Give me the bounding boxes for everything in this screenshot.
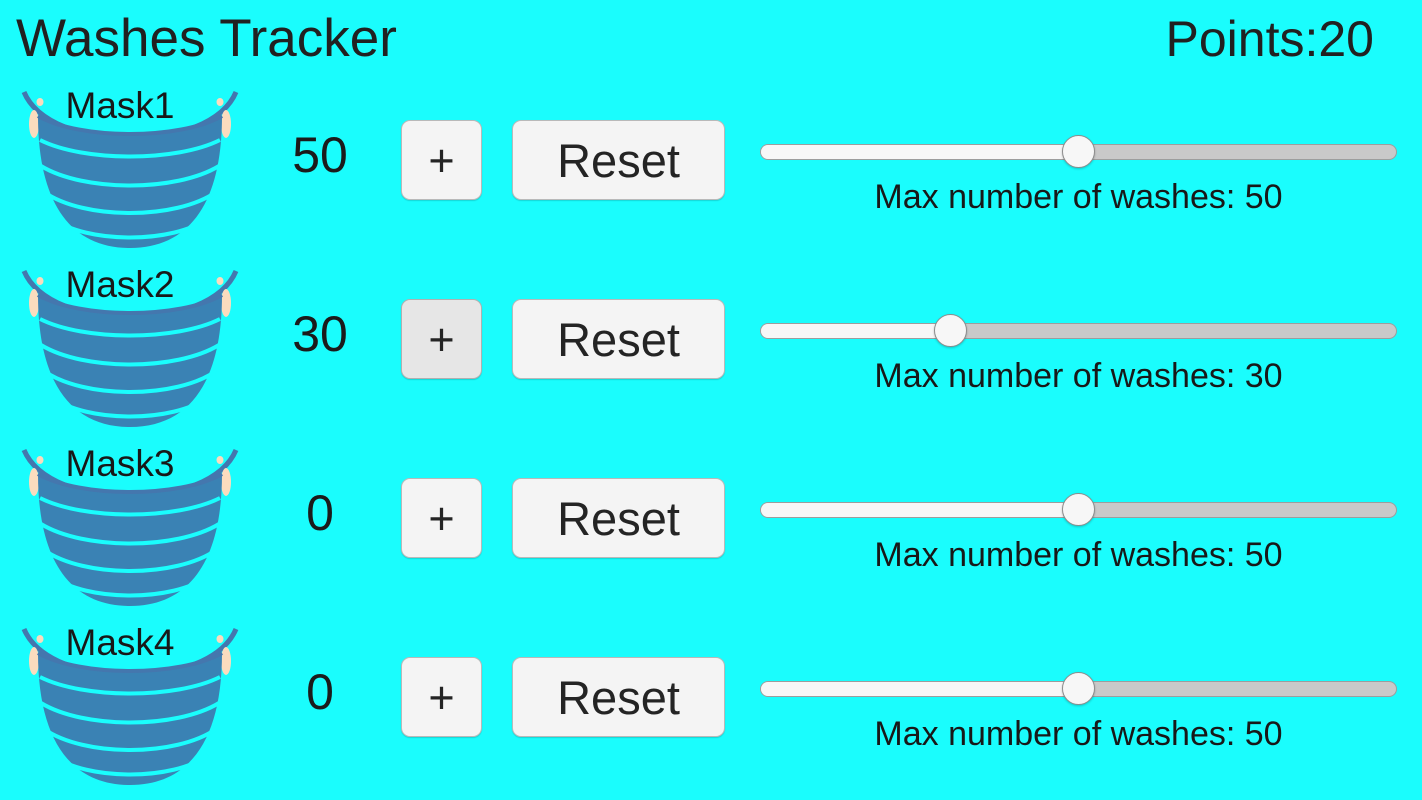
max-washes-slider[interactable]	[760, 493, 1397, 526]
slider-fill	[761, 503, 1079, 517]
slider-fill	[761, 145, 1079, 159]
surgical-mask-icon	[10, 82, 250, 258]
slider-fill	[761, 682, 1079, 696]
slider-caption: Max number of washes: 50	[874, 715, 1283, 753]
increment-button[interactable]: +	[401, 299, 482, 379]
surgical-mask-icon	[10, 440, 250, 616]
points-display: Points:20	[1165, 11, 1374, 67]
increment-button[interactable]: +	[401, 120, 482, 200]
slider-block: Max number of washes: 50	[760, 438, 1397, 617]
slider-thumb[interactable]	[1061, 493, 1095, 526]
slider-thumb[interactable]	[1061, 135, 1095, 168]
mask-row: Mask3 0 + Reset Max number of washes: 50	[0, 438, 1422, 617]
page-title: Washes Tracker	[16, 9, 397, 68]
slider-block: Max number of washes: 50	[760, 80, 1397, 259]
reset-button[interactable]: Reset	[512, 657, 725, 737]
reset-button[interactable]: Reset	[512, 299, 725, 379]
mask-row: Mask1 50 + Reset Max number of washes: 5…	[0, 80, 1422, 259]
increment-button[interactable]: +	[401, 657, 482, 737]
slider-block: Max number of washes: 30	[760, 259, 1397, 438]
increment-button[interactable]: +	[401, 478, 482, 558]
max-washes-slider[interactable]	[760, 314, 1397, 347]
slider-caption: Max number of washes: 30	[874, 357, 1283, 395]
slider-thumb[interactable]	[1061, 672, 1095, 705]
wash-count: 50	[292, 127, 348, 183]
wash-count: 30	[292, 306, 348, 362]
wash-count: 0	[306, 664, 334, 720]
surgical-mask-icon	[10, 261, 250, 437]
slider-thumb[interactable]	[934, 314, 968, 347]
mask-row: Mask4 0 + Reset Max number of washes: 50	[0, 617, 1422, 796]
app-header: Washes Tracker Points:20	[0, 0, 1422, 78]
wash-count: 0	[306, 485, 334, 541]
max-washes-slider[interactable]	[760, 672, 1397, 705]
max-washes-slider[interactable]	[760, 135, 1397, 168]
mask-row: Mask2 30 + Reset Max number of washes: 3…	[0, 259, 1422, 438]
reset-button[interactable]: Reset	[512, 478, 725, 558]
slider-caption: Max number of washes: 50	[874, 536, 1283, 574]
reset-button[interactable]: Reset	[512, 120, 725, 200]
slider-block: Max number of washes: 50	[760, 617, 1397, 796]
slider-fill	[761, 324, 952, 338]
slider-caption: Max number of washes: 50	[874, 178, 1283, 216]
surgical-mask-icon	[10, 619, 250, 795]
